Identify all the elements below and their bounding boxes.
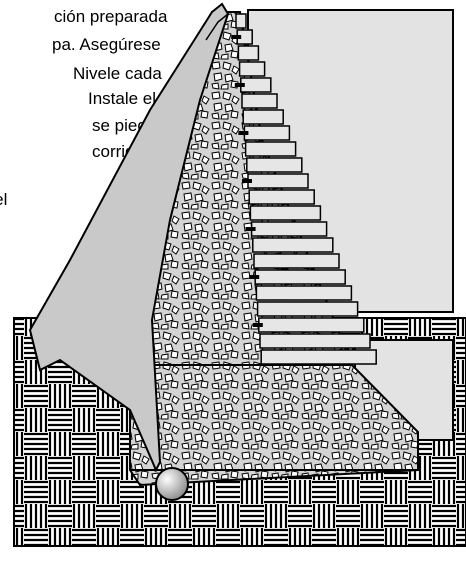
connector-pin: [249, 275, 260, 279]
geotextile-fabric: [28, 2, 230, 473]
instruction-line: Instale el: [88, 89, 156, 108]
wall-block: [240, 77, 272, 93]
instruction-line: n el: [0, 190, 7, 209]
instruction-line: ción preparada: [54, 7, 168, 26]
wall-block: [242, 109, 284, 125]
wall-block: [247, 173, 309, 189]
wall-block: [260, 349, 377, 365]
instruction-line: pa. Asegúrese: [52, 35, 161, 54]
wall-block: [253, 253, 340, 269]
connector-pin: [252, 323, 263, 327]
wall-block: [258, 317, 365, 333]
wall-block: [259, 333, 371, 349]
wall-block: [256, 301, 359, 317]
wall-block: [254, 269, 346, 285]
wall-blocks: [231, 13, 377, 365]
wall-block: [255, 285, 353, 301]
connector-pin: [245, 227, 256, 231]
instruction-line: Nivele cada: [73, 64, 162, 83]
connector-pin: [242, 179, 252, 183]
connector-pin: [234, 83, 245, 87]
drain-pipe: [155, 467, 189, 501]
wall-block: [243, 125, 291, 141]
wall-block: [237, 45, 260, 61]
connector-pin: [231, 35, 242, 39]
fabric-fold: [205, 13, 229, 41]
connector-pin: [238, 131, 249, 135]
wall-block: [246, 157, 303, 173]
wall-block: [238, 61, 266, 77]
wall-block: [235, 13, 247, 29]
wall-block: [250, 221, 328, 237]
wall-block: [244, 141, 297, 157]
wall-block: [248, 189, 315, 205]
wall-block: [241, 93, 278, 109]
wall-block: [252, 237, 334, 253]
wall-block: [249, 205, 322, 221]
